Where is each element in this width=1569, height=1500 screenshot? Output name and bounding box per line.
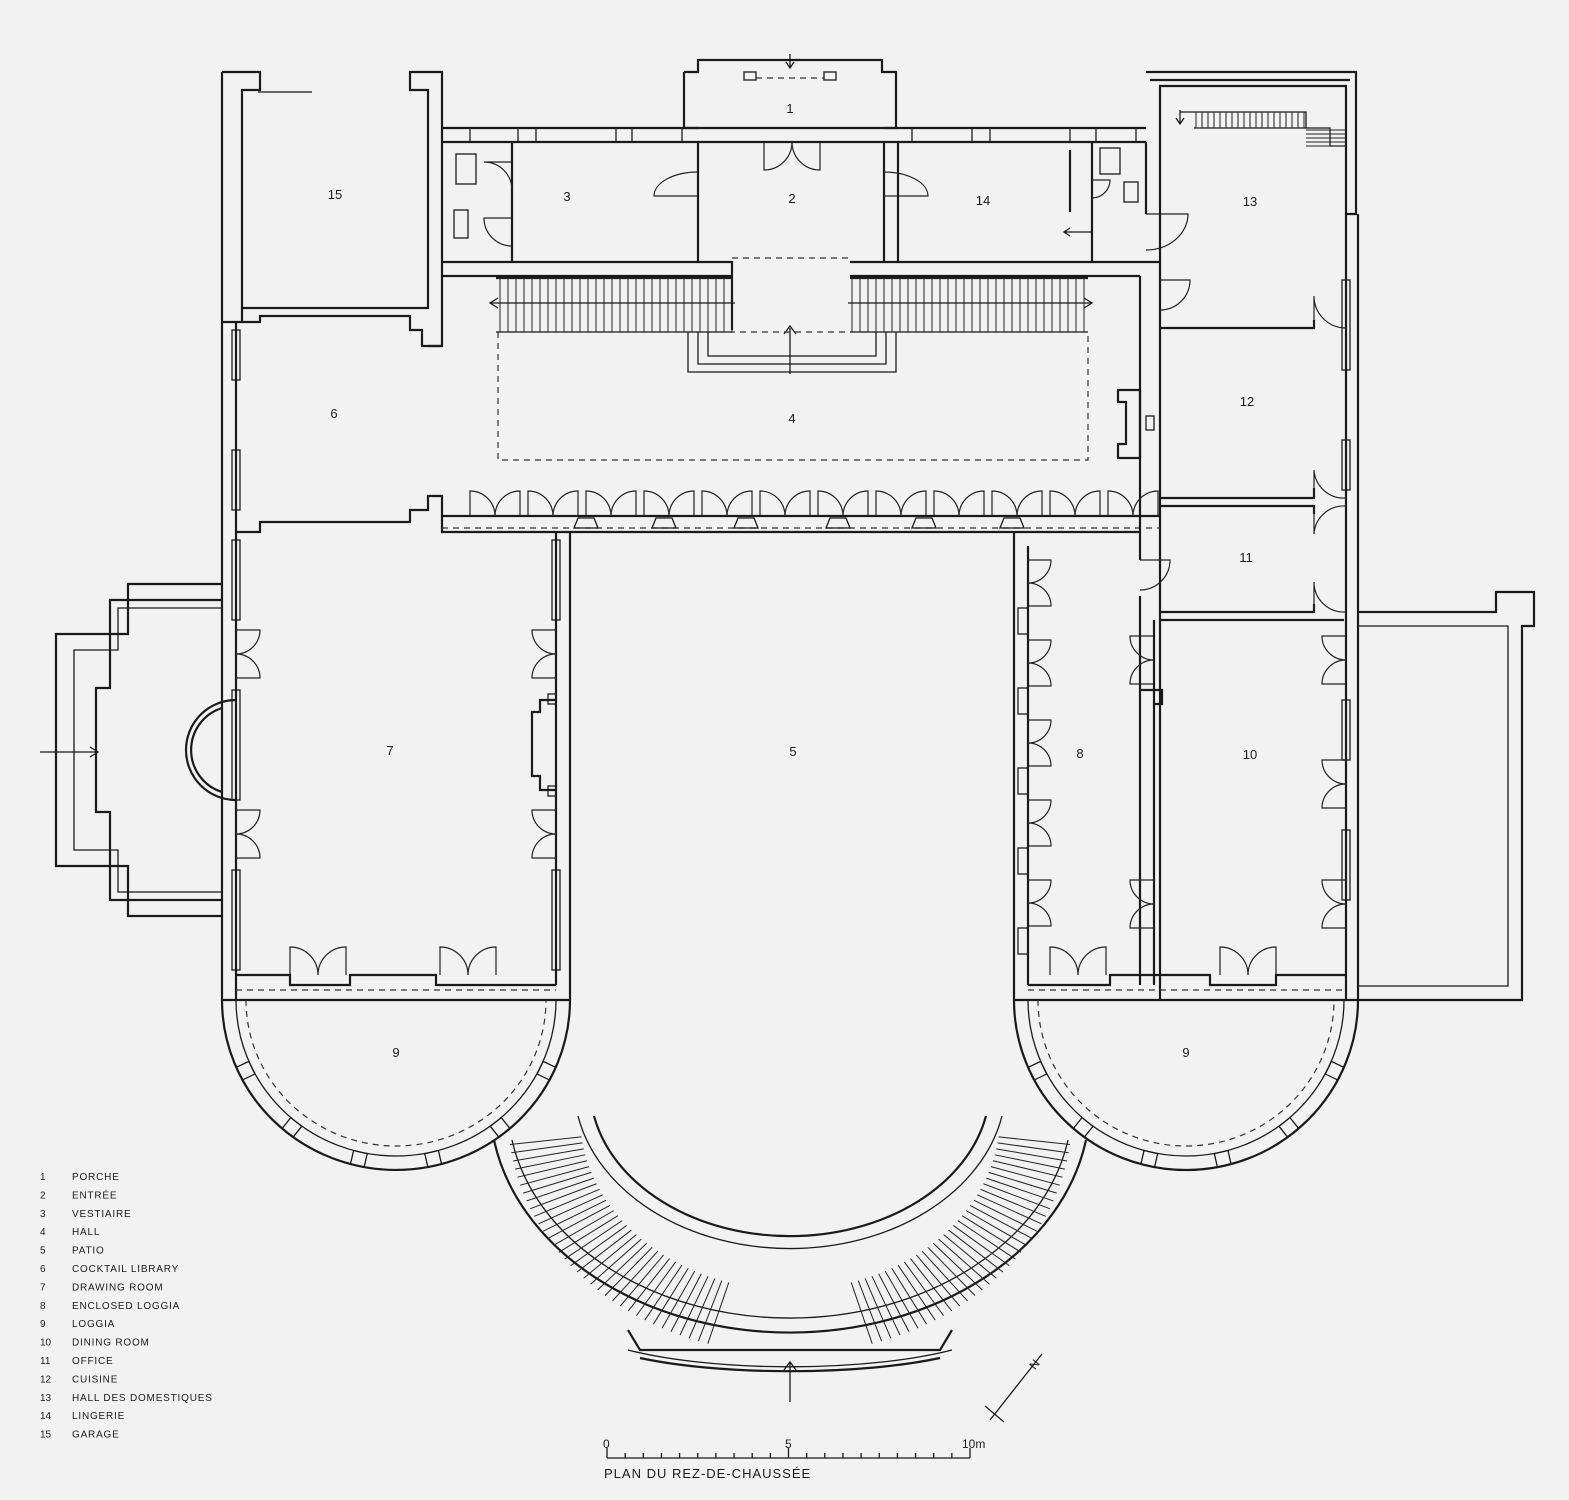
room-2-label: 2 xyxy=(788,191,795,206)
room-3-label: 3 xyxy=(563,189,570,204)
legend-number: 11 xyxy=(40,1356,51,1367)
scale-bar: 0 5 10m PLAN DU REZ-DE-CHAUSSÉE xyxy=(603,1437,985,1481)
hall-dashed-area xyxy=(497,331,1089,461)
east-wing-walls xyxy=(1012,532,1536,1002)
legend-label: DINING ROOM xyxy=(72,1338,150,1349)
legend-label: CUISINE xyxy=(72,1374,118,1385)
grand-stair xyxy=(492,1115,1088,1402)
legend-label: ENTRÉE xyxy=(72,1188,117,1201)
legend: 1 PORCHE 2 ENTRÉE 3 VESTIAIRE 4 HALL 5 PATIO 6 COCK… xyxy=(40,1172,213,1441)
hall-stairs xyxy=(488,276,1094,374)
room-1-label: 1 xyxy=(786,101,793,116)
room-9a-label: 9 xyxy=(392,1045,399,1060)
loggia-walls xyxy=(220,999,1360,1172)
legend-label: HALL DES DOMESTIQUES xyxy=(72,1393,213,1404)
legend-number: 5 xyxy=(40,1246,46,1257)
legend-number: 6 xyxy=(40,1264,46,1275)
legend-label: COCKTAIL LIBRARY xyxy=(72,1264,179,1275)
legend-number: 13 xyxy=(40,1393,52,1404)
legend-label: PATIO xyxy=(72,1246,105,1257)
plan-title: PLAN DU REZ-DE-CHAUSSÉE xyxy=(604,1466,811,1481)
room-15-label: 15 xyxy=(328,187,342,202)
legend-label: HALL xyxy=(72,1227,100,1238)
room-labels: 1 2 3 4 5 6 7 8 9 9 10 11 12 13 14 15 xyxy=(328,101,1257,1060)
legend-number: 3 xyxy=(40,1209,46,1220)
legend-number: 10 xyxy=(40,1338,52,1349)
drawing-room-walls xyxy=(40,532,572,1002)
room-5-label: 5 xyxy=(789,744,796,759)
legend-label: LOGGIA xyxy=(72,1319,115,1330)
legend-number: 9 xyxy=(40,1319,46,1330)
legend-label: OFFICE xyxy=(72,1356,113,1367)
door-swings xyxy=(235,141,1347,976)
legend-label: PORCHE xyxy=(72,1172,120,1183)
room-6-label: 6 xyxy=(330,406,337,421)
room-4-label: 4 xyxy=(788,411,795,426)
room-13-label: 13 xyxy=(1243,194,1257,209)
legend-number: 4 xyxy=(40,1227,46,1238)
room-11-label: 11 xyxy=(1239,550,1253,565)
scale-end: 10m xyxy=(962,1437,985,1451)
legend-number: 7 xyxy=(40,1282,46,1293)
legend-label: ENCLOSED LOGGIA xyxy=(72,1301,180,1312)
room-9b-label: 9 xyxy=(1182,1045,1189,1060)
legend-label: LINGERIE xyxy=(72,1411,125,1422)
room-7-label: 7 xyxy=(386,743,393,758)
room-14-label: 14 xyxy=(976,193,990,208)
legend-number: 12 xyxy=(40,1374,52,1385)
legend-label: DRAWING ROOM xyxy=(72,1282,163,1293)
legend-number: 14 xyxy=(40,1411,52,1422)
scale-zero: 0 xyxy=(603,1437,610,1451)
north-wing-walls xyxy=(220,58,1358,1000)
room-12-label: 12 xyxy=(1240,394,1254,409)
service-stair xyxy=(1175,110,1346,147)
room-10-label: 10 xyxy=(1243,747,1257,762)
north-arrow: N xyxy=(984,1353,1043,1423)
scale-mid: 5 xyxy=(785,1437,792,1451)
legend-number: 15 xyxy=(40,1430,52,1441)
legend-number: 1 xyxy=(40,1172,46,1183)
room-8-label: 8 xyxy=(1076,746,1083,761)
gallery-piers xyxy=(231,279,1351,971)
legend-label: GARAGE xyxy=(72,1430,120,1441)
legend-number: 2 xyxy=(40,1190,46,1201)
legend-label: VESTIAIRE xyxy=(72,1209,131,1220)
legend-number: 8 xyxy=(40,1301,46,1312)
